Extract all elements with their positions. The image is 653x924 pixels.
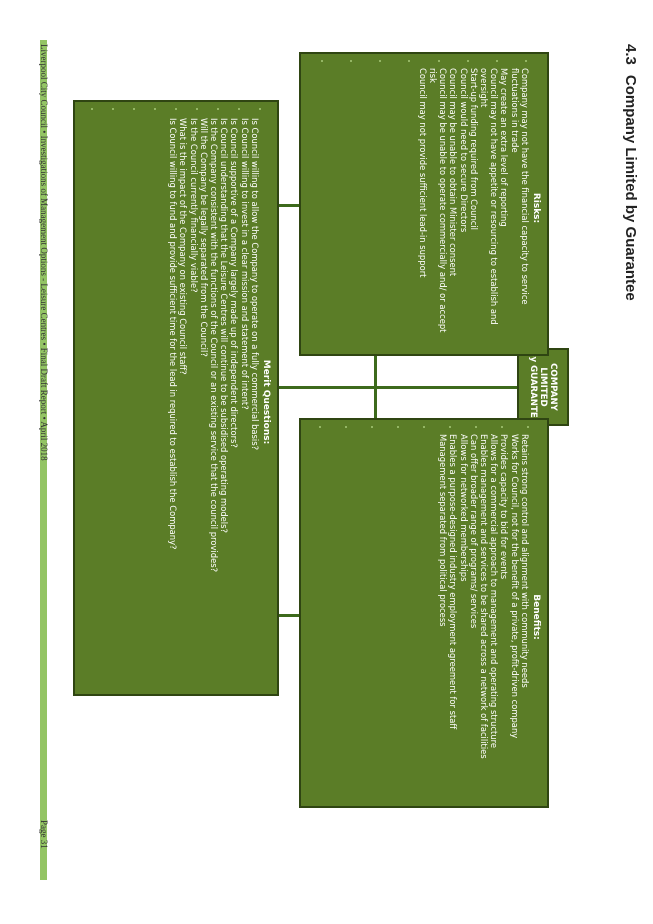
risk-item: Council may not have appetite or resourc… [478, 68, 500, 325]
page-number: Page 31 [39, 820, 49, 849]
merit-item: Is Council willing to allow the Company … [249, 118, 260, 451]
risk-item: Council may be unable to operate commerc… [427, 68, 449, 333]
left-accent-rule [40, 40, 47, 880]
risk-item: Council would need to secure Directors [458, 68, 469, 233]
merit-item: Is Council willing to fund and provide s… [168, 118, 179, 550]
benefit-item: Allows for a commercial approach to mana… [489, 434, 500, 749]
center-line-2: by GUARANTEE [528, 350, 538, 424]
risk-item: May create an extra level of reporting [499, 68, 510, 227]
risk-item: Start-up funding required from Council [468, 68, 479, 231]
benefit-item: Works for Council, not for the benefit o… [509, 434, 520, 739]
risk-item: Company may not have the financial capac… [509, 68, 530, 305]
merit-title: Merit Questions: [261, 359, 271, 445]
center-line-1: COMPANY LIMITED [538, 363, 558, 411]
connector-merit [277, 386, 377, 389]
merit-questions-box: Merit Questions: Is Council willing to a… [73, 100, 279, 696]
bullet-dots [307, 58, 541, 64]
merit-item: Is Council understanding that the Leisur… [219, 118, 230, 533]
benefit-item: Can offer broader range of programs/ ser… [468, 434, 479, 629]
connector-vertical-top [375, 386, 517, 389]
merit-item: Is Council supportive of a Company large… [229, 118, 240, 448]
benefit-item: Management separated from political proc… [438, 434, 449, 627]
risk-item: Council may be unable to obtain Minister… [448, 68, 459, 277]
merit-item: Will the Company be legally separated fr… [198, 118, 209, 357]
section-title: Company Limited by Guarantee [622, 74, 639, 301]
benefit-item: Allows for networked memberships [458, 434, 469, 582]
merit-item: What is the impact of the Company on exi… [178, 118, 189, 375]
benefit-item: Enables management and services to be sh… [478, 434, 489, 759]
risks-title: Risks: [531, 192, 541, 224]
benefit-item: Enables a purpose-designed industry empl… [448, 434, 459, 730]
risk-item: Council may not provide sufficient lead-… [417, 68, 428, 278]
merit-item: Is the Company consistent with the funct… [208, 118, 219, 573]
benefit-item: Provides capacity to bid for events [499, 434, 510, 580]
merit-item: Is the Council currently financially via… [188, 118, 199, 293]
bullet-dots [307, 424, 541, 430]
risks-box: Risks: Company may not have the financia… [299, 52, 549, 356]
company-limited-box: COMPANY LIMITED by GUARANTEE [517, 348, 569, 426]
section-number: 4.3 [622, 44, 639, 65]
merit-item: Is Council willing to invest in a clear … [239, 118, 250, 410]
benefits-title: Benefits: [531, 594, 541, 640]
footer-text: Liverpool City Council • Investigations … [39, 44, 49, 461]
benefit-item: Retains strong control and alignment wit… [519, 434, 530, 688]
bullet-dots [81, 106, 271, 112]
benefits-box: Benefits: Retains strong control and ali… [299, 418, 549, 808]
section-heading: 4.3Company Limited by Guarantee [622, 44, 639, 301]
